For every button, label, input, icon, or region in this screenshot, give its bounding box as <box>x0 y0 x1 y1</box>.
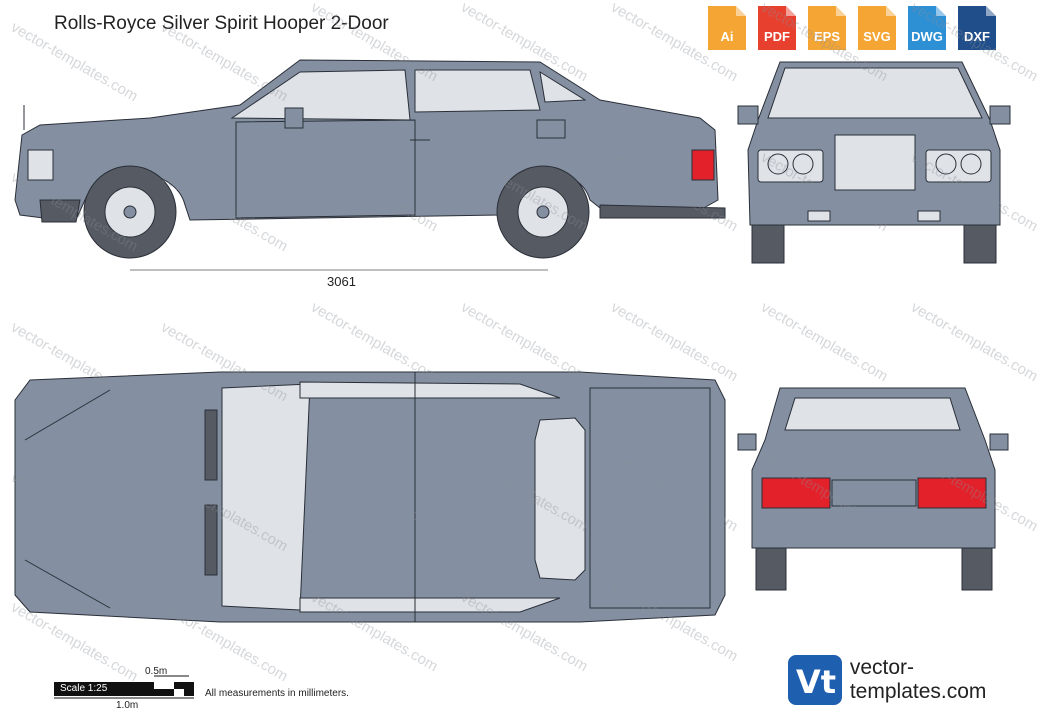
format-eps-button[interactable]: EPS <box>806 4 848 52</box>
format-pdf-button[interactable]: PDF <box>756 4 798 52</box>
format-dwg-button[interactable]: DWG <box>906 4 948 52</box>
front-view <box>737 61 1011 264</box>
format-label: Ai <box>720 29 734 44</box>
brand-logo-icon: Vt <box>788 655 842 705</box>
format-label: PDF <box>764 29 790 44</box>
page-title: Rolls-Royce Silver Spirit Hooper 2-Door <box>54 13 389 34</box>
format-label: EPS <box>813 29 840 44</box>
svg-text:Vt: Vt <box>796 663 836 701</box>
format-buttons: Ai PDF EPS SVG DWG DXF <box>706 4 998 52</box>
format-dxf-button[interactable]: DXF <box>956 4 998 52</box>
file-icon <box>958 6 996 50</box>
top-view <box>14 371 726 623</box>
rear-view <box>737 387 1009 591</box>
format-svg-button[interactable]: SVG <box>856 4 898 52</box>
brand-name: vector-templates.com <box>849 656 987 703</box>
file-icon <box>808 6 846 50</box>
scale-label: Scale 1:25 <box>60 683 108 694</box>
file-icon <box>908 6 946 50</box>
brand[interactable]: Vt vector-templates.com <box>788 655 1050 705</box>
scale-half-label: 0.5m <box>145 666 168 677</box>
length-dimension: 3061 <box>327 274 356 289</box>
file-icon <box>858 6 896 50</box>
format-label: DWG <box>911 29 943 44</box>
measurement-note: All measurements in millimeters. <box>205 688 349 699</box>
file-icon <box>708 6 746 50</box>
file-icon <box>758 6 796 50</box>
format-ai-button[interactable]: Ai <box>706 4 748 52</box>
scale-full-label: 1.0m <box>116 700 139 711</box>
format-label: DXF <box>964 29 990 44</box>
side-view <box>14 59 726 271</box>
format-label: SVG <box>863 29 891 44</box>
scale-bar <box>54 675 194 699</box>
